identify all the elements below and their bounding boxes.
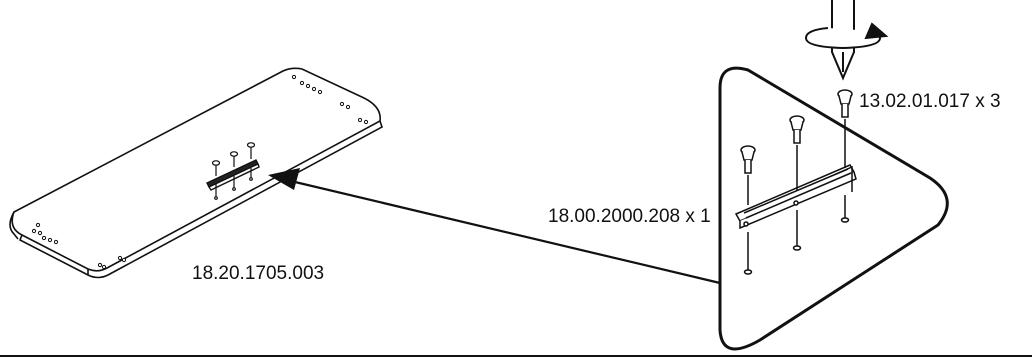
panel-mounted-bracket bbox=[206, 159, 260, 191]
table-top-panel bbox=[9, 67, 383, 279]
rotation-arrow-icon bbox=[804, 22, 889, 50]
panel-screws bbox=[211, 142, 256, 200]
panel-holes bbox=[31, 74, 369, 270]
screw-part-label: 13.02.01.017 x 3 bbox=[859, 91, 1001, 112]
detail-callout bbox=[718, 66, 949, 351]
pointer-arrow bbox=[268, 168, 721, 285]
bracket-part-label: 18.00.2000.208 x 1 bbox=[548, 206, 711, 227]
detail-screws bbox=[740, 89, 853, 275]
panel-part-label: 18.20.1705.003 bbox=[192, 263, 324, 284]
bracket-rail bbox=[734, 164, 857, 230]
